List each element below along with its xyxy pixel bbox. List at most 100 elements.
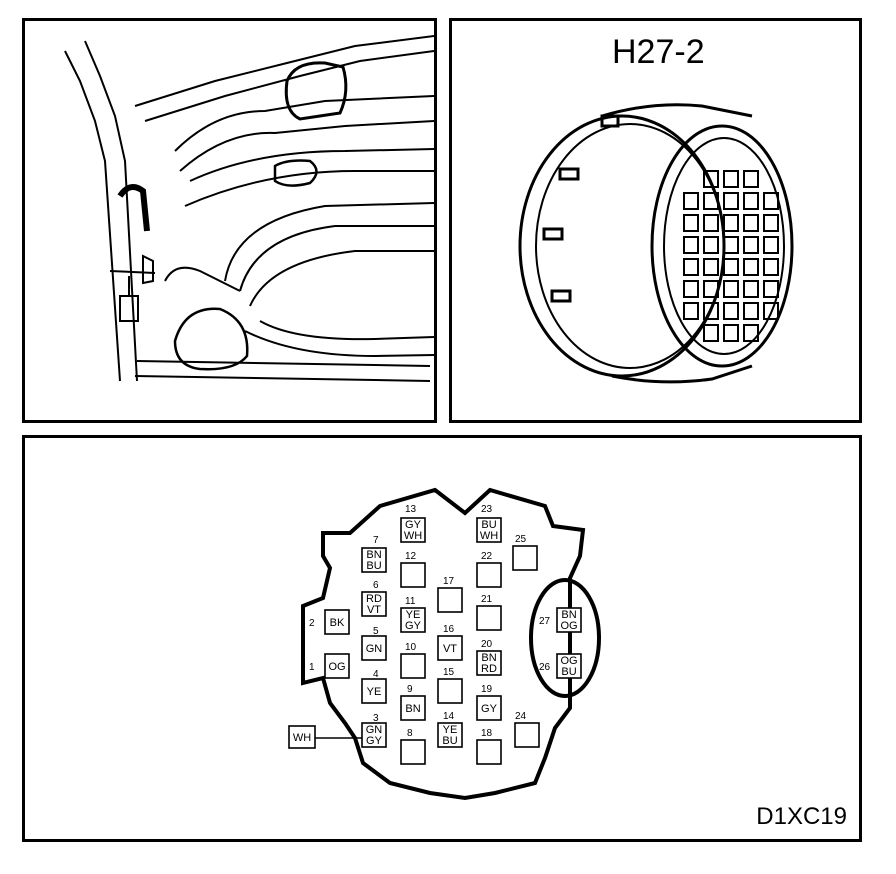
cavity-box: [437, 722, 463, 748]
terminal-cell: [723, 324, 739, 342]
cavity-number: 13: [405, 504, 417, 515]
cavity-5: 5GN: [361, 626, 387, 661]
cavity-number: 18: [481, 728, 493, 739]
cavity-number: 9: [407, 684, 413, 695]
door-illustration: [64, 35, 434, 382]
wire-color-label: BU: [481, 519, 496, 531]
wire-color-label: OG: [328, 661, 345, 673]
cavity-box: [400, 607, 426, 633]
cavity-8: 8: [400, 728, 426, 765]
terminal-cell: [703, 280, 719, 298]
cavity-number: 21: [481, 594, 493, 605]
terminal-cell: [743, 170, 759, 188]
splice-box: WH: [288, 725, 316, 749]
cavity-box: [400, 653, 426, 679]
cavity-24: 24: [514, 711, 540, 748]
cavity-box: [361, 591, 387, 617]
cavity-box: [476, 739, 502, 765]
terminal-cell: [723, 258, 739, 276]
connector-title: H27-2: [612, 33, 705, 71]
cavity-number: 6: [373, 580, 379, 591]
terminal-cell: [683, 214, 699, 232]
terminal-cell: [703, 236, 719, 254]
wire-color-label: BN: [481, 652, 496, 664]
terminal-cell: [703, 302, 719, 320]
cavity-number: 19: [481, 684, 493, 695]
cavity-10: 10: [400, 642, 426, 679]
wire-color-label: VT: [443, 643, 457, 655]
cavity-18: 18: [476, 728, 502, 765]
cavity-box: [556, 607, 582, 633]
terminal-cell: [763, 192, 779, 210]
cavity-number: 22: [481, 551, 493, 562]
cavity-box: [361, 635, 387, 661]
terminal-cell: [763, 258, 779, 276]
door-location-panel: [22, 18, 437, 423]
cavity-number: 11: [405, 596, 416, 607]
cavity-box: [400, 517, 426, 543]
wire-color-label: GY: [405, 620, 422, 632]
terminal-cell: [723, 236, 739, 254]
wire-color-label: BU: [561, 666, 576, 678]
cavity-22: 22: [476, 551, 502, 588]
diagram-code: D1XC19: [756, 803, 847, 830]
terminal-cell: [703, 170, 719, 188]
terminal-cell: [763, 236, 779, 254]
cavity-box: [476, 517, 502, 543]
cavity-17: 17: [437, 576, 463, 613]
wire-color-label: BK: [330, 617, 345, 629]
wire-color-label: BN: [366, 549, 381, 561]
terminal-cell: [743, 236, 759, 254]
cavity-box: [437, 678, 463, 704]
cavity-box: [400, 562, 426, 588]
cavity-number: 25: [515, 534, 527, 545]
terminal-cell: [683, 302, 699, 320]
terminal-cell: [763, 280, 779, 298]
cavity-box: [476, 562, 502, 588]
cavity-15: 15: [437, 667, 463, 704]
cavity-number: 4: [373, 669, 379, 680]
wire-color-label: BU: [366, 560, 381, 572]
terminal-cell: [743, 280, 759, 298]
terminal-cell: [723, 192, 739, 210]
wire-color-label: GY: [366, 735, 383, 747]
terminal-cell: [703, 324, 719, 342]
cavity-box: [514, 722, 540, 748]
wire-color-label: YE: [406, 609, 421, 621]
terminal-cell: [723, 280, 739, 298]
cavity-box: [400, 695, 426, 721]
terminal-cell: [703, 214, 719, 232]
wire-color-label: WH: [404, 530, 422, 542]
terminal-cell: [743, 192, 759, 210]
terminal-cell: [743, 258, 759, 276]
terminal-cell: [763, 302, 779, 320]
terminal-cell: [763, 214, 779, 232]
terminal-cell: [723, 302, 739, 320]
cavity-number: 2: [309, 618, 315, 629]
cavity-box: [476, 605, 502, 631]
cavity-number: 17: [443, 576, 455, 587]
cavity-box: [361, 547, 387, 573]
cavity-number: 10: [405, 642, 417, 653]
terminal-cell: [703, 192, 719, 210]
cavity-number: 16: [443, 624, 455, 635]
connector-view-panel: H27-2: [449, 18, 862, 423]
wire-color-label: BN: [561, 609, 576, 621]
cavity-box: [324, 653, 350, 679]
cavity-21: 21: [476, 594, 502, 631]
wire-color-label: GN: [366, 724, 383, 736]
cavity-box: [437, 635, 463, 661]
cavity-number: 3: [373, 713, 379, 724]
cavity-number: 5: [373, 626, 379, 637]
wire-color-label: GY: [481, 703, 498, 715]
cavity-box: [361, 722, 387, 748]
